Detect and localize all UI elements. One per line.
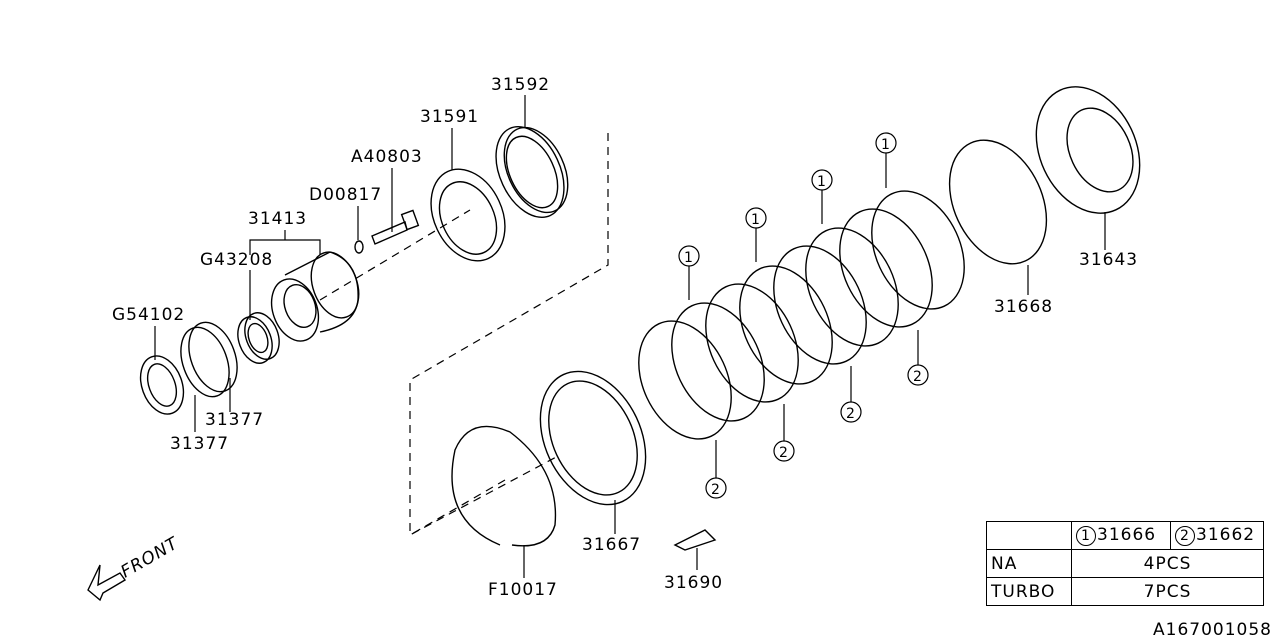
label-31667[interactable]: 31667 (582, 535, 641, 555)
row-label: TURBO (986, 577, 1072, 606)
label-a40803[interactable]: A40803 (351, 147, 423, 167)
svg-text:1: 1 (817, 174, 827, 190)
part-g43208-bearing[interactable] (232, 308, 285, 368)
marker-1-icon: 1 (1076, 526, 1096, 546)
table-header-31662: 31662 (1196, 525, 1256, 545)
label-31413[interactable]: 31413 (248, 209, 307, 229)
svg-text:2: 2 (779, 445, 789, 461)
part-31591-plate[interactable] (417, 157, 519, 273)
svg-text:1: 1 (684, 250, 694, 266)
table-header-empty (986, 521, 1072, 550)
label-g43208[interactable]: G43208 (200, 250, 273, 270)
part-31667-plate[interactable] (520, 354, 666, 521)
part-31668-ring[interactable] (931, 124, 1066, 279)
part-f10017-snap-ring[interactable] (451, 425, 557, 547)
svg-text:2: 2 (711, 482, 721, 498)
svg-text:2: 2 (913, 369, 923, 385)
part-31592-ring[interactable] (483, 116, 581, 228)
part-a40803-bolt[interactable] (371, 209, 420, 245)
part-31643-piston[interactable] (1017, 70, 1160, 230)
assembly-dashed-outline (409, 133, 609, 536)
diagram-reference-number: A167001058 (1153, 620, 1272, 640)
leader-lines (154, 95, 1106, 578)
marker-2-icon: 2 (1175, 526, 1195, 546)
label-31643[interactable]: 31643 (1079, 250, 1138, 270)
part-d00817-washer[interactable] (354, 240, 364, 254)
label-31377-b[interactable]: 31377 (170, 434, 229, 454)
axis-line (319, 209, 471, 301)
part-31413-drum[interactable] (263, 246, 367, 348)
marker-2-group: 2 2 2 2 (705, 364, 929, 499)
row-label: NA (986, 549, 1072, 578)
label-d00817[interactable]: D00817 (309, 185, 382, 205)
label-31377-a[interactable]: 31377 (205, 410, 264, 430)
front-arrow-icon (87, 564, 127, 602)
svg-text:1: 1 (881, 137, 891, 153)
clutch-plate-stack (638, 190, 965, 440)
svg-text:1: 1 (751, 212, 761, 228)
row-value: 4PCS (1071, 549, 1264, 578)
axis-line-lower (409, 479, 506, 536)
label-31668[interactable]: 31668 (994, 297, 1053, 317)
part-31377-rings[interactable] (172, 316, 246, 404)
svg-text:2: 2 (846, 406, 856, 422)
label-g54102[interactable]: G54102 (112, 305, 185, 325)
part-31690-clip[interactable] (673, 529, 717, 551)
table-row: NA 4PCS (986, 549, 1264, 578)
label-31592[interactable]: 31592 (491, 75, 550, 95)
table-row: TURBO 7PCS (986, 577, 1264, 606)
label-f10017[interactable]: F10017 (488, 580, 558, 600)
front-label: FRONT (118, 533, 183, 582)
label-31690[interactable]: 31690 (664, 573, 723, 593)
label-31591[interactable]: 31591 (420, 107, 479, 127)
row-value: 7PCS (1071, 577, 1264, 606)
table-header-31666: 31666 (1097, 525, 1157, 545)
part-g54102[interactable] (133, 350, 191, 420)
marker-1-group: 1 1 1 1 (678, 132, 897, 267)
